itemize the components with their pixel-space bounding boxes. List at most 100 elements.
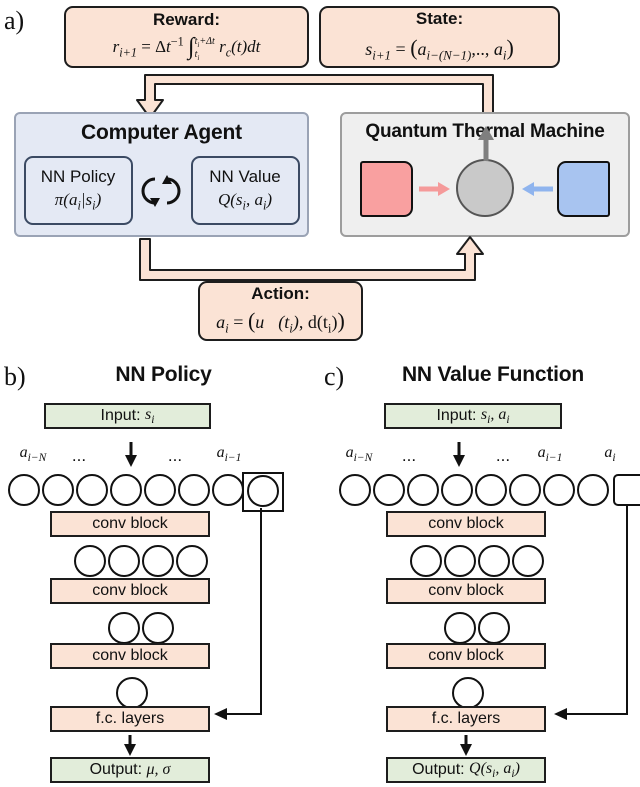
neuron (543, 474, 579, 512)
node-label-extra-c: ai (604, 444, 616, 465)
quantum-thermal-machine-box: Quantum Thermal Machine (340, 112, 630, 237)
neuron (509, 474, 545, 512)
neuron (339, 474, 375, 512)
output-label-c: Output: (412, 761, 465, 778)
neuron-row-1-b (0, 675, 320, 715)
hot-flow-arrow (419, 182, 450, 196)
neuron (475, 474, 511, 512)
neuron (42, 474, 78, 512)
neuron (512, 545, 548, 583)
panel-c-letter: c) (324, 362, 345, 391)
skip-connection-line-b (260, 508, 262, 714)
nn-policy-label: NN Policy (40, 167, 116, 187)
nn-policy-formula: π(ai|si) (54, 190, 102, 213)
computer-agent-box: Computer Agent NN Policy π(ai|si) NN Val… (14, 112, 309, 237)
input-box-c: Input: si, ai (384, 403, 562, 429)
neuron-row-4-b (0, 543, 320, 583)
working-medium-circle (456, 159, 514, 217)
nn-value-label: NN Value (209, 167, 281, 187)
neuron-selected (247, 475, 283, 513)
output-value-b: μ, σ (146, 761, 171, 778)
neuron-row-4-c (320, 543, 640, 583)
neuron (452, 677, 488, 715)
input-value-b: si (145, 405, 155, 427)
conv-block-2-c: conv block (386, 578, 546, 604)
neuron-row-2-c (320, 610, 640, 650)
neuron (144, 474, 180, 512)
neuron (108, 612, 144, 650)
neuron (110, 474, 146, 512)
node-label-right-c: ai−1 (537, 444, 563, 465)
nn-value-formula: Q(si, ai) (217, 190, 273, 213)
computer-agent-heading: Computer Agent (81, 121, 242, 144)
neuron (8, 474, 44, 512)
conv-block-3-c: conv block (386, 643, 546, 669)
fc-layers-b: f.c. layers (50, 706, 210, 732)
reward-heading: Reward: (152, 9, 221, 29)
panel-b-title: NN Policy (115, 363, 212, 386)
node-dots1-b: ... (71, 446, 87, 465)
action-connection-arrow-c (554, 708, 628, 720)
input-label-c: Input: (436, 407, 477, 424)
panel-a-letter: a) (4, 6, 25, 35)
state-reward-connector-arrow (136, 74, 494, 119)
neuron (478, 545, 514, 583)
conv-block-2-b: conv block (50, 578, 210, 604)
skip-connection-arrow-b (214, 708, 262, 720)
action-box: Action: ai = (u⃗(ti), d(ti)) (198, 281, 363, 341)
neuron (478, 612, 514, 650)
neuron (116, 677, 152, 715)
neuron (74, 545, 110, 583)
neuron (444, 545, 480, 583)
input-value-c: si, ai (480, 405, 510, 427)
conv-block-1-b: conv block (50, 511, 210, 537)
neuron (108, 545, 144, 583)
input-down-arrow-c (453, 442, 465, 467)
panel-b-letter: b) (4, 362, 26, 391)
output-value-c: Q(si, ai) (469, 759, 520, 781)
neuron (407, 474, 443, 512)
neuron (142, 545, 178, 583)
circular-arrows-icon (141, 169, 183, 213)
action-connector-arrow (139, 236, 484, 281)
selected-neuron-highlight-b (242, 472, 284, 512)
fc-layers-c: f.c. layers (386, 706, 546, 732)
neuron-row-2-b (0, 610, 320, 650)
neuron (178, 474, 214, 512)
cold-bath-square (557, 161, 610, 217)
output-label-b: Output: (89, 761, 143, 778)
input-down-arrow-b (125, 442, 137, 467)
work-output-arrow (478, 126, 494, 161)
node-label-left-b: ai−N (19, 444, 47, 465)
panel-c-title: NN Value Function (401, 363, 585, 386)
neuron (410, 545, 446, 583)
neuron (577, 474, 613, 512)
action-formula: ai = (u⃗(ti), d(ti)) (216, 308, 345, 337)
neuron-row-8-b (0, 472, 320, 513)
state-box: State: si+1 = (ai−(N−1),.., ai) (319, 6, 560, 68)
node-label-right-b: ai−1 (216, 444, 242, 465)
nn-value-box: NN Value Q(si, ai) (190, 156, 300, 225)
action-connection-line-c (626, 504, 628, 714)
neuron (441, 474, 477, 512)
neuron (142, 612, 178, 650)
node-dots2-c: ... (495, 446, 511, 465)
output-down-arrow-b (124, 735, 136, 756)
nn-policy-box: NN Policy π(ai|si) (23, 156, 133, 225)
cold-flow-arrow (522, 182, 553, 196)
neuron (176, 545, 212, 583)
output-box-c: Output: Q(si, ai) (386, 757, 546, 783)
node-label-left-c: ai−N (345, 444, 373, 465)
node-dots1-c: ... (401, 446, 417, 465)
input-label-b: Input: (100, 407, 141, 424)
conv-block-1-c: conv block (386, 511, 546, 537)
action-heading: Action: (251, 283, 310, 303)
neuron (212, 474, 248, 512)
neuron (444, 612, 480, 650)
conv-block-3-b: conv block (50, 643, 210, 669)
action-input-node-c (613, 474, 640, 506)
output-down-arrow-c (460, 735, 472, 756)
hot-bath-square (360, 161, 413, 217)
